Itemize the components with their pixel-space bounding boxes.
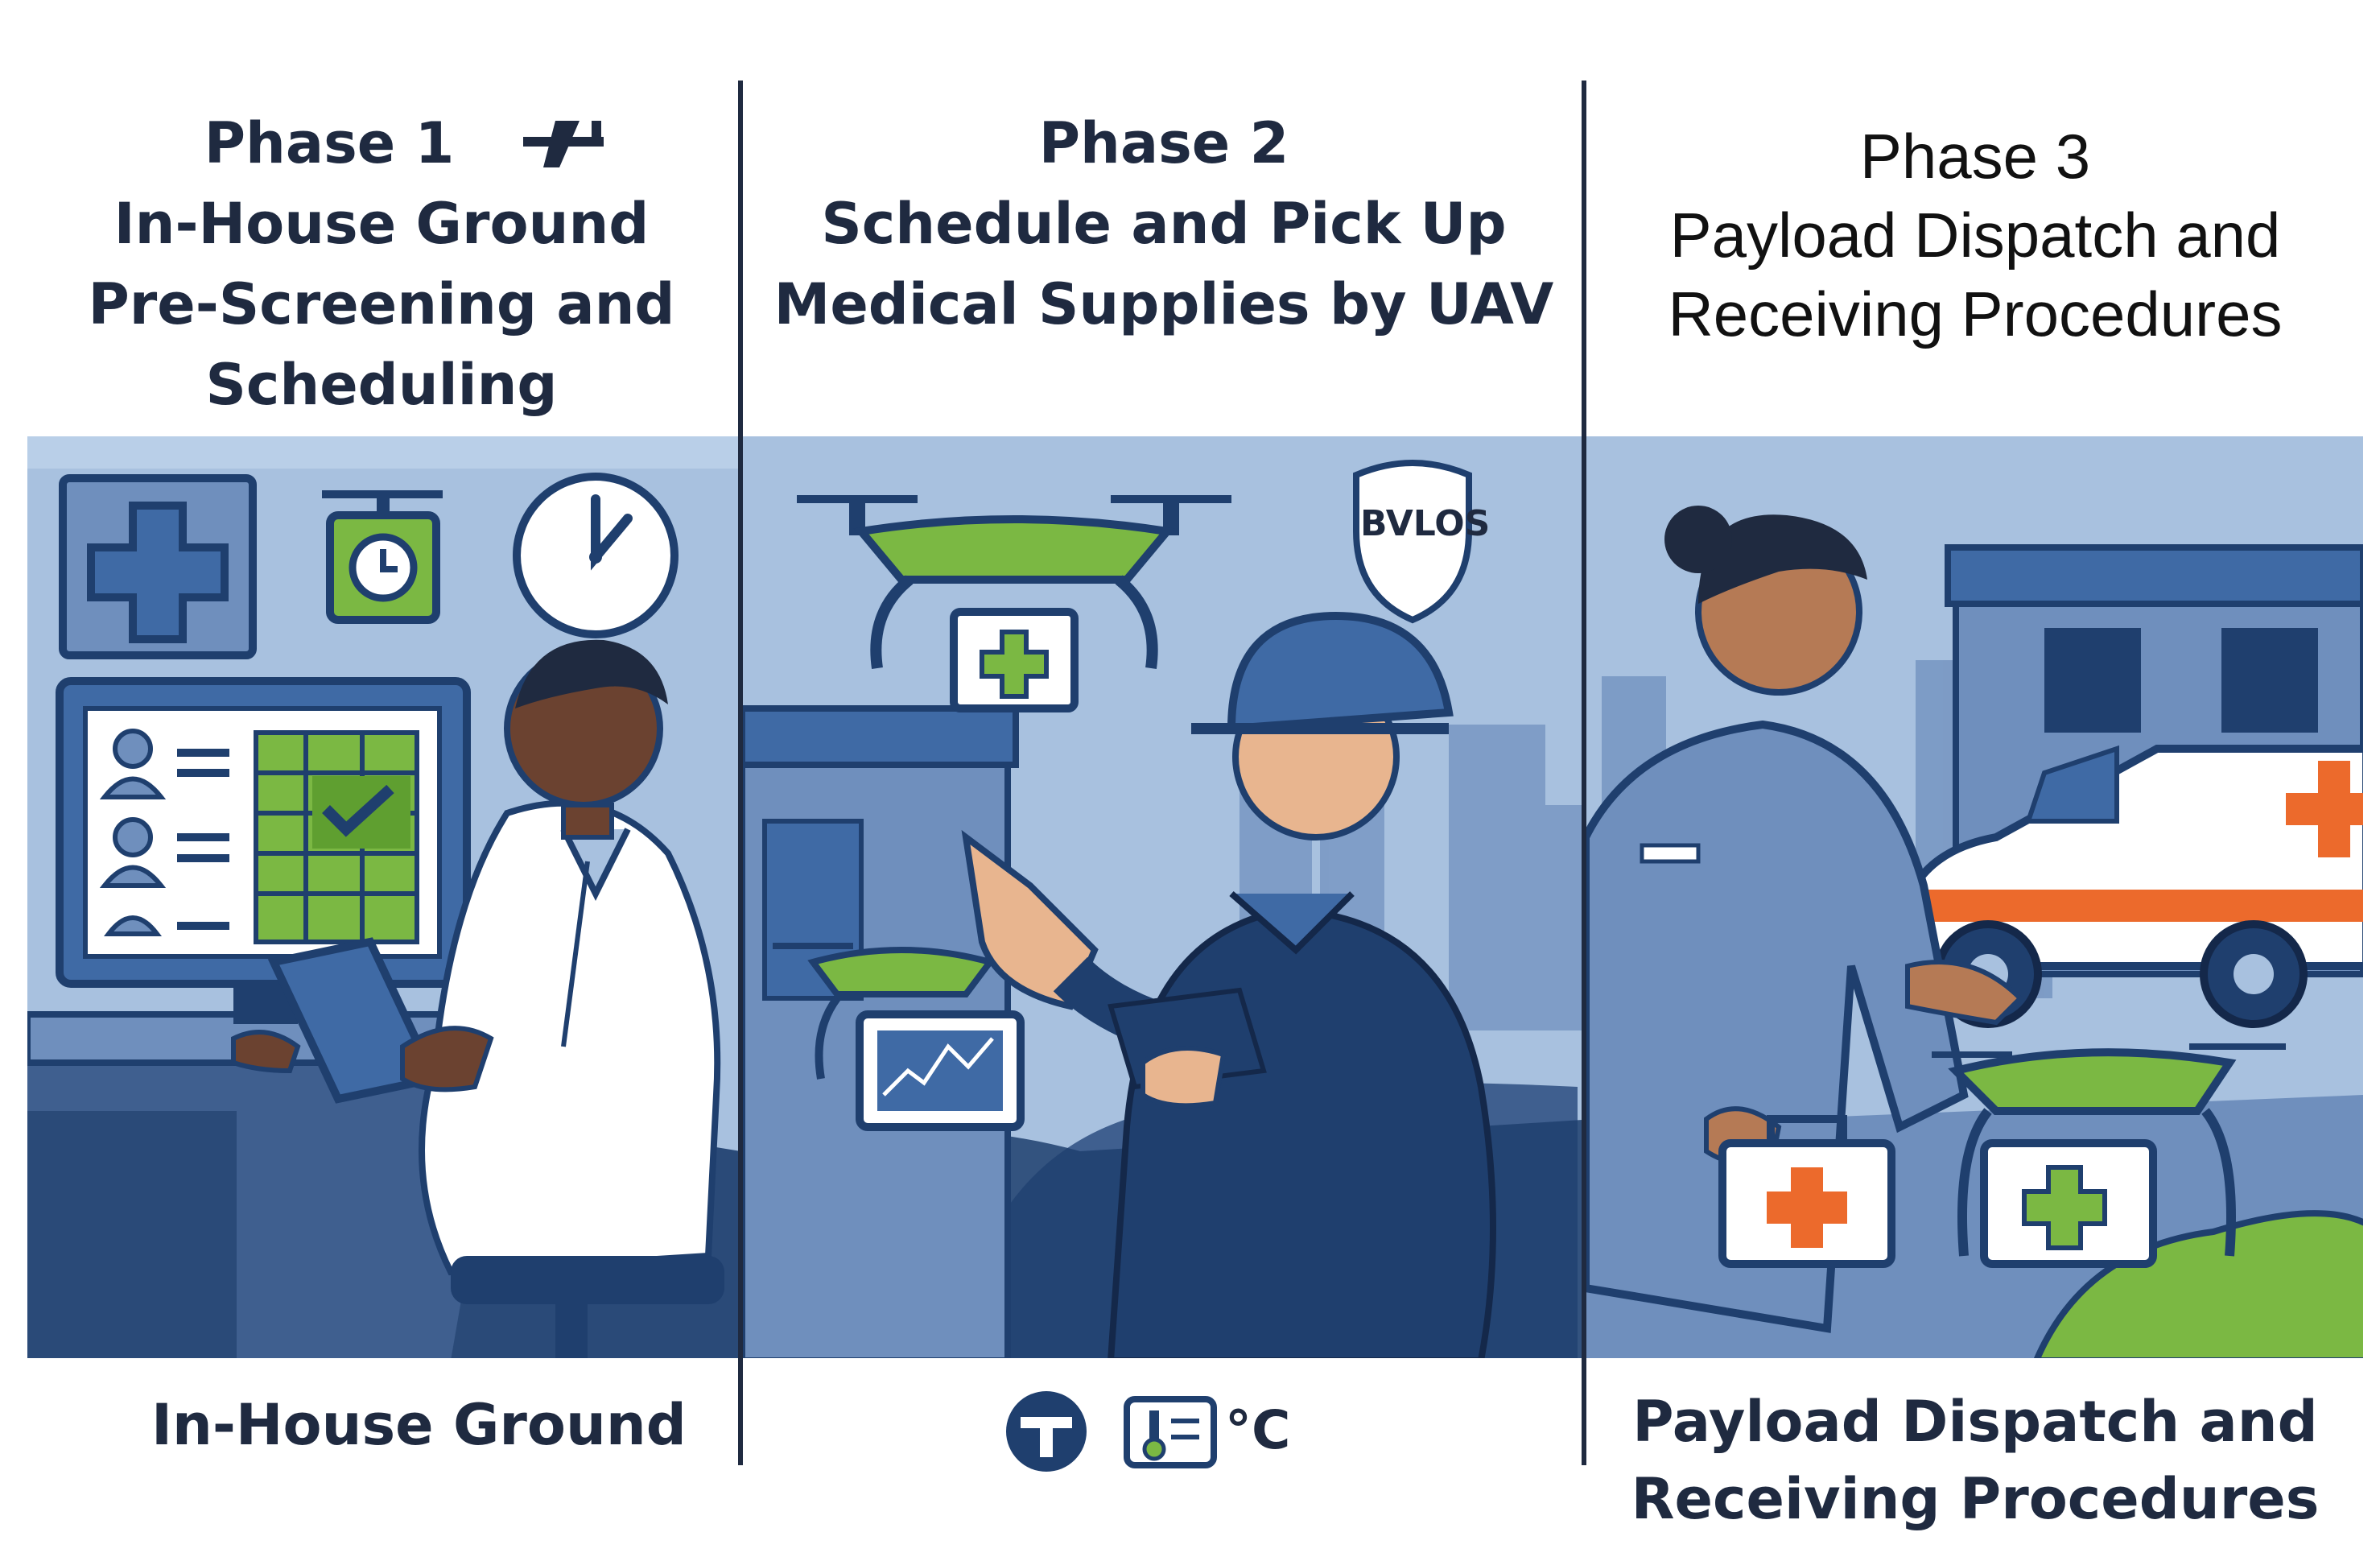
phase-1-label: Phase 1 [204, 110, 455, 176]
panel-2-scene [742, 436, 1582, 1358]
phase-2-label: Phase 2 [1038, 110, 1289, 176]
panel-3-scene [1586, 436, 2363, 1358]
phase-1-title-line-2: Pre-Screening and [88, 271, 675, 337]
timer-icon [322, 490, 443, 624]
phase-3-header: Phase 3 Payload Dispatch and Receiving P… [1589, 117, 2361, 353]
drone-icon [797, 495, 1231, 712]
phase-3-title-line-2: Receiving Procedures [1668, 279, 2283, 349]
doctor-figure [231, 639, 739, 1358]
phase-3-footer-line-2: Receiving Procedures [1631, 1466, 2320, 1532]
phase-3-footer-line-1: Payload Dispatch and [1632, 1389, 2318, 1455]
phase-3-footer: Payload Dispatch and Receiving Procedure… [1589, 1383, 2361, 1538]
drone-monitor-icon [773, 943, 1025, 1131]
phase-1-title-line-1: In-House Ground [113, 191, 650, 257]
phase-1-footer-line-1: In-House Ground [151, 1392, 687, 1458]
phase-1-title-line-3: Scheduling [205, 352, 558, 418]
phase-2-footer-unit: °C [1225, 1399, 1291, 1461]
plane-icon [523, 121, 604, 167]
drone-launch-icon [1932, 1043, 2286, 1268]
first-aid-kit-icon [1718, 1115, 1895, 1268]
medical-cross-icon [59, 474, 257, 659]
shield-badge-icon [1353, 460, 1472, 624]
drone-footer-icon [1006, 1391, 1087, 1472]
phase-3-label: Phase 3 [1859, 121, 2091, 192]
phase-2-title-line-2: Medical Supplies by UAV [773, 271, 1554, 337]
panel-1-scene [27, 436, 739, 1358]
phase-2-header: Phase 2 Schedule and Pick Up Medical Sup… [745, 103, 1582, 345]
monitor [56, 677, 471, 1024]
clock-icon [513, 473, 679, 638]
operator-figure [961, 611, 1496, 1358]
bvlos-badge: BVLOS [1360, 503, 1491, 544]
phase-1-header: Phase 1 In-House Ground Pre-Screening an… [27, 103, 736, 425]
phase-2-title-line-1: Schedule and Pick Up [821, 191, 1507, 257]
phase-1-footer: In-House Ground [27, 1385, 792, 1465]
thermometer-icon [1124, 1396, 1217, 1468]
phase-3-title-line-1: Payload Dispatch and [1669, 200, 2281, 271]
